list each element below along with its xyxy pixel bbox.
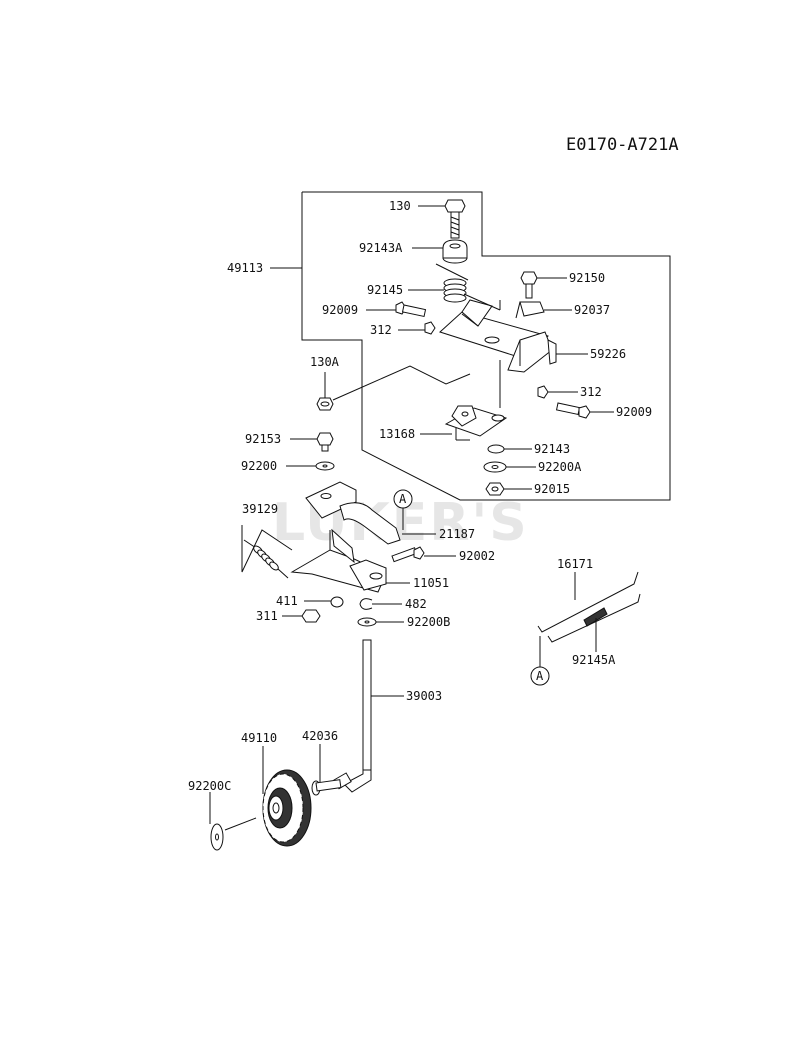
nut-92015-icon[interactable] (485, 482, 505, 496)
label-482: 482 (405, 597, 427, 611)
label-92200A: 92200A (538, 460, 582, 474)
washer-92143-icon[interactable] (487, 444, 505, 454)
label-92200B: 92200B (407, 615, 450, 629)
label-92150: 92150 (569, 271, 605, 285)
bolt-130-icon[interactable] (444, 199, 466, 239)
washer-92200C-icon[interactable] (210, 823, 224, 851)
label-13168: 13168 (379, 427, 415, 441)
label-11051: 11051 (413, 576, 449, 590)
label-39129: 39129 (242, 502, 278, 516)
label-92143: 92143 (534, 442, 570, 456)
callout-a-upper: A (393, 489, 413, 530)
label-92200C: 92200C (188, 779, 231, 793)
bracket-13168-icon[interactable] (444, 405, 508, 441)
nut-312-lower-icon[interactable] (537, 385, 549, 399)
washer-92200-icon[interactable] (315, 461, 335, 471)
label-92145A: 92145A (572, 653, 616, 667)
label-59226: 59226 (590, 347, 626, 361)
clip-482-icon[interactable] (359, 598, 373, 610)
washer-92200A-icon[interactable] (483, 461, 507, 473)
shaft-39003-icon[interactable] (333, 639, 372, 793)
label-42036: 42036 (302, 729, 338, 743)
label-312-lower: 312 (580, 385, 602, 399)
svg-text:A: A (399, 492, 407, 506)
assembly-box-49113 (301, 191, 671, 501)
spring-92145A-icon[interactable] (583, 607, 608, 627)
bolt-92153-icon[interactable] (316, 432, 334, 452)
label-92153: 92153 (245, 432, 281, 446)
washer-411-icon[interactable] (330, 596, 344, 608)
label-21187: 21187 (439, 527, 475, 541)
pin-42036-icon[interactable] (311, 779, 342, 796)
bolt-92002-icon[interactable] (391, 546, 425, 563)
link-rod-16171-icon[interactable] (537, 571, 641, 643)
clip-92037-icon[interactable] (515, 301, 545, 319)
spring-39129-icon[interactable] (243, 539, 289, 579)
bolt-130A-icon[interactable] (316, 397, 334, 411)
svg-text:A: A (536, 669, 544, 683)
label-312-upper: 312 (370, 323, 392, 337)
label-92015: 92015 (534, 482, 570, 496)
label-92002: 92002 (459, 549, 495, 563)
label-130A: 130A (310, 355, 340, 369)
grommet-92143A-icon[interactable] (442, 239, 468, 264)
label-311: 311 (256, 609, 278, 623)
label-92145: 92145 (367, 283, 403, 297)
callout-a-lower: A (530, 636, 550, 686)
label-92009-lower: 92009 (616, 405, 652, 419)
label-130: 130 (389, 199, 411, 213)
spring-92145-icon[interactable] (443, 278, 467, 303)
washer-92200B-icon[interactable] (357, 617, 377, 627)
label-92037: 92037 (574, 303, 610, 317)
label-49113: 49113 (227, 261, 263, 275)
label-92009-upper: 92009 (322, 303, 358, 317)
label-16171: 16171 (557, 557, 593, 571)
nut-312-upper-icon[interactable] (424, 321, 436, 335)
label-411: 411 (276, 594, 298, 608)
gear-49110-icon[interactable] (262, 769, 312, 847)
label-39003: 39003 (406, 689, 442, 703)
diagram-code: E0170-A721A (566, 135, 679, 155)
label-92200: 92200 (241, 459, 277, 473)
label-92143A: 92143A (359, 241, 403, 255)
screw-92150-icon[interactable] (520, 271, 538, 299)
nut-311-icon[interactable] (301, 609, 321, 623)
bolt-92009-lower-icon[interactable] (555, 402, 591, 419)
label-49110: 49110 (241, 731, 277, 745)
governor-arm-icon[interactable] (290, 481, 401, 593)
bolt-92009-upper-icon[interactable] (395, 301, 427, 318)
